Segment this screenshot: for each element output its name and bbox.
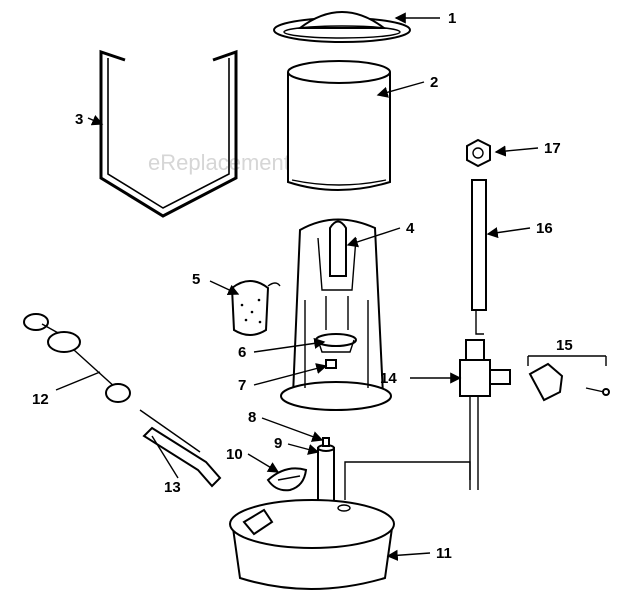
part-7-burner-cap bbox=[325, 359, 337, 369]
callout-13: 13 bbox=[164, 479, 181, 496]
callout-4: 4 bbox=[406, 220, 415, 237]
part-3-bail bbox=[99, 49, 238, 218]
callout-17: 17 bbox=[544, 140, 561, 157]
part-5-mantle bbox=[230, 280, 281, 336]
part-9-tube bbox=[317, 437, 335, 509]
part-10-valve bbox=[266, 467, 308, 492]
part-14-valve-body bbox=[459, 339, 511, 490]
callout-8: 8 bbox=[248, 409, 256, 426]
leader-lines bbox=[55, 12, 607, 561]
callout-1: 1 bbox=[448, 10, 456, 27]
callout-10: 10 bbox=[226, 446, 243, 463]
part-15-knob bbox=[528, 362, 610, 402]
callout-2: 2 bbox=[430, 74, 438, 91]
part-12-pump bbox=[23, 313, 131, 403]
callout-15: 15 bbox=[556, 337, 573, 354]
callout-3: 3 bbox=[75, 111, 83, 128]
callout-12: 12 bbox=[32, 391, 49, 408]
part-1-ventilator-cap bbox=[273, 11, 411, 43]
callout-9: 9 bbox=[274, 435, 282, 452]
callout-5: 5 bbox=[192, 271, 200, 288]
callout-6: 6 bbox=[238, 344, 246, 361]
part-16-generator bbox=[471, 179, 487, 335]
part-17-nut bbox=[466, 138, 491, 168]
part-11-fount bbox=[229, 461, 471, 590]
part-4-frame bbox=[280, 218, 392, 411]
callout-14: 14 bbox=[380, 370, 397, 387]
callout-7: 7 bbox=[238, 377, 246, 394]
part-13-rod bbox=[139, 409, 222, 488]
callout-16: 16 bbox=[536, 220, 553, 237]
callout-11: 11 bbox=[436, 545, 452, 562]
part-2-globe bbox=[287, 60, 391, 191]
